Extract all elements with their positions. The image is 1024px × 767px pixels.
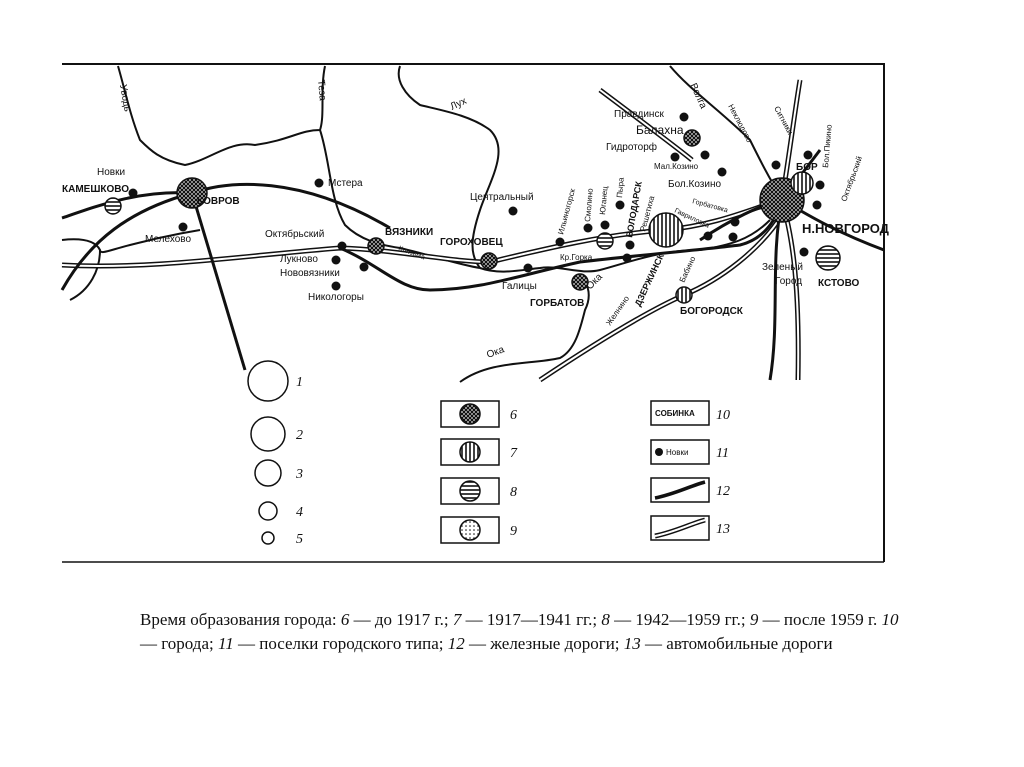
river-label-volga: Волга [687,82,708,111]
town-label-kameshkovo: КАМЕШКОВО [62,184,129,195]
legend-boxes-founding [440,400,500,544]
legend-num-8: 8 [510,485,517,500]
town-label-oktyabrsky-east: Октябрьский [839,155,864,203]
caption-text: — автомобильные дороги [640,634,833,653]
legend-settlement-dot [655,448,663,456]
town-label-melekhovo: Мелехово [145,234,191,245]
caption-text: — до 1917 г.; [349,610,453,629]
town-label-tsentralny: Центральный [470,192,534,203]
town-label-kr-gorka: Кр.Горка [560,253,593,262]
town-label-lukhnovo: Лукново [280,254,318,265]
town-label-mal-kozino: Мал.Козино [654,162,699,171]
river-label-oka-lower: Ока [485,344,506,361]
legend-size-3: 3 [295,467,303,482]
caption-num: 12 [447,634,465,653]
legend-sample-town: СОБИНКА [655,409,695,418]
town-label-pyra: Пыра [615,177,626,199]
town-label-smolino: Смолино [583,187,595,222]
legend-num-13: 13 [716,522,730,537]
town-label-bol-kozino: Бол.Козино [668,179,721,190]
legend-size-2: 2 [296,428,303,443]
town-label-novki: Новки [97,167,125,178]
legend-sample-settlement: Новки [666,448,688,457]
caption-num: 11 [217,634,234,653]
cities [104,129,841,304]
map-frame [62,63,885,562]
legend-num-6: 6 [510,408,517,423]
town-label-bor: БОР [796,162,818,173]
river-label-uvod: Уводь [117,84,133,113]
town-label-vyazniki: ВЯЗНИКИ [385,227,433,238]
town-label-galitsy: Галицы [502,281,537,292]
river-label-luh: Лух [449,96,469,113]
town-label-gorbatov: ГОРБАТОВ [530,298,584,309]
legend-railway-sample [654,480,706,500]
caption-text: — 1917—1941 гг.; [461,610,602,629]
settlements [128,112,825,291]
caption-num: 10 [881,610,899,629]
town-label-babino: Бабино [678,255,698,284]
town-label-gorod: Город [775,276,802,287]
map: Уводь Теза Лух Волга Ока Ока Клязьма Нов… [60,63,890,563]
town-label-bogorodsk: БОГОРОДСК [680,306,744,317]
town-label-balakhna: Балахна [636,123,684,137]
town-label-pravdinsk: Правдинск [614,109,664,120]
caption-text: — города; [140,634,218,653]
legend-num-12: 12 [716,484,730,499]
town-label-n-novgorod: Н.НОВГОРОД [802,221,890,236]
town-label-kstovo: КСТОВО [818,278,860,289]
caption-num: 6 [340,610,350,629]
town-label-gidrotorf: Гидроторф [606,141,657,153]
caption-text: — 1942—1959 гг.; [609,610,750,629]
town-label-yuganets: Юганец [598,185,610,215]
town-label-gorokhovets: ГОРОХОВЕЦ [440,237,503,248]
legend-size-1: 1 [296,375,303,390]
town-label-gorbatovka: Горбатовка [691,197,728,214]
town-label-zeleny: Зеленый [762,262,803,273]
caption-num: 13 [623,634,641,653]
legend-num-9: 9 [510,524,517,539]
map-caption: Время образования города: 6 — до 1917 г.… [140,608,900,656]
town-label-novovyazniki: Нововязники [280,268,340,279]
caption-text: — железные дороги; [464,634,624,653]
caption-num: 8 [601,610,610,629]
caption-num: 9 [749,610,759,629]
town-label-oktyabrsky-west: Октябрьский [265,228,324,240]
caption-num: 7 [452,610,462,629]
caption-lead: Время образования города: [140,610,341,629]
town-label-nikologory: Никологоры [308,292,364,303]
town-label-ilinogorsk: Ильиногорск [556,187,577,235]
legend-num-7: 7 [510,446,518,461]
caption-text: — поселки городского типа; [233,634,448,653]
town-label-neklyudovo: Неклюдово [726,103,754,145]
legend-num-10: 10 [716,408,730,423]
town-label-bol-pikino: Бол.Пикино [821,124,834,169]
river-label-teza: Теза [315,79,328,101]
legend-sizes [247,360,289,545]
river-label-klyazma: Клязьма [397,245,425,261]
town-label-kovrov: КОВРОВ [197,196,240,207]
town-label-sitniki: Ситники [772,105,794,136]
legend-num-11: 11 [716,446,729,461]
legend-size-5: 5 [296,532,303,547]
caption-text: — после 1959 г. [758,610,882,629]
town-label-mstera: Мстера [328,178,363,189]
legend-size-4: 4 [296,505,303,520]
